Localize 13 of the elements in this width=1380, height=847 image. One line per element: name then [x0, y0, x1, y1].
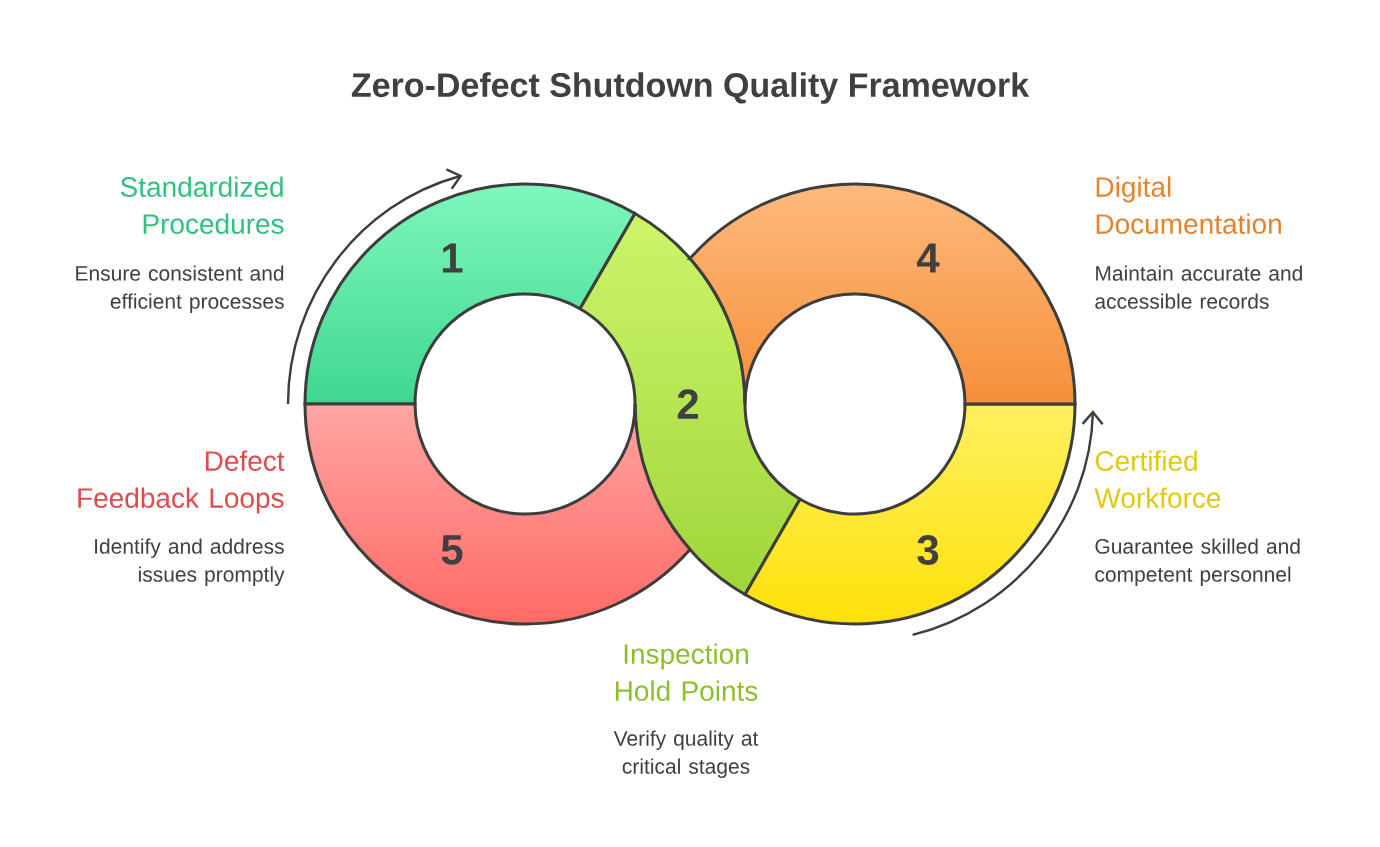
- ring-segment: 1: [303, 182, 637, 406]
- heading-text: Certified Workforce: [1094, 450, 1221, 508]
- description-text: Verify quality at critical stages: [613, 730, 759, 778]
- description-text: Ensure consistent and efficient processes: [76, 265, 284, 313]
- description-text: Guarantee skilled and competent personnel: [1095, 538, 1300, 586]
- description-text: Identify and address issues promptly: [95, 538, 285, 586]
- ring-segment: 3: [743, 402, 1077, 626]
- heading-text: Digital Documentation: [1096, 176, 1281, 234]
- heading-text: Standardized Procedures: [120, 176, 284, 234]
- title: Zero-Defect Shutdown Quality Framework: [351, 72, 1030, 104]
- description-text: Maintain accurate and accessible records: [1095, 265, 1302, 309]
- heading-text: Inspection Hold Points: [615, 643, 758, 701]
- heading-text: Defect Feedback Loops: [78, 450, 285, 514]
